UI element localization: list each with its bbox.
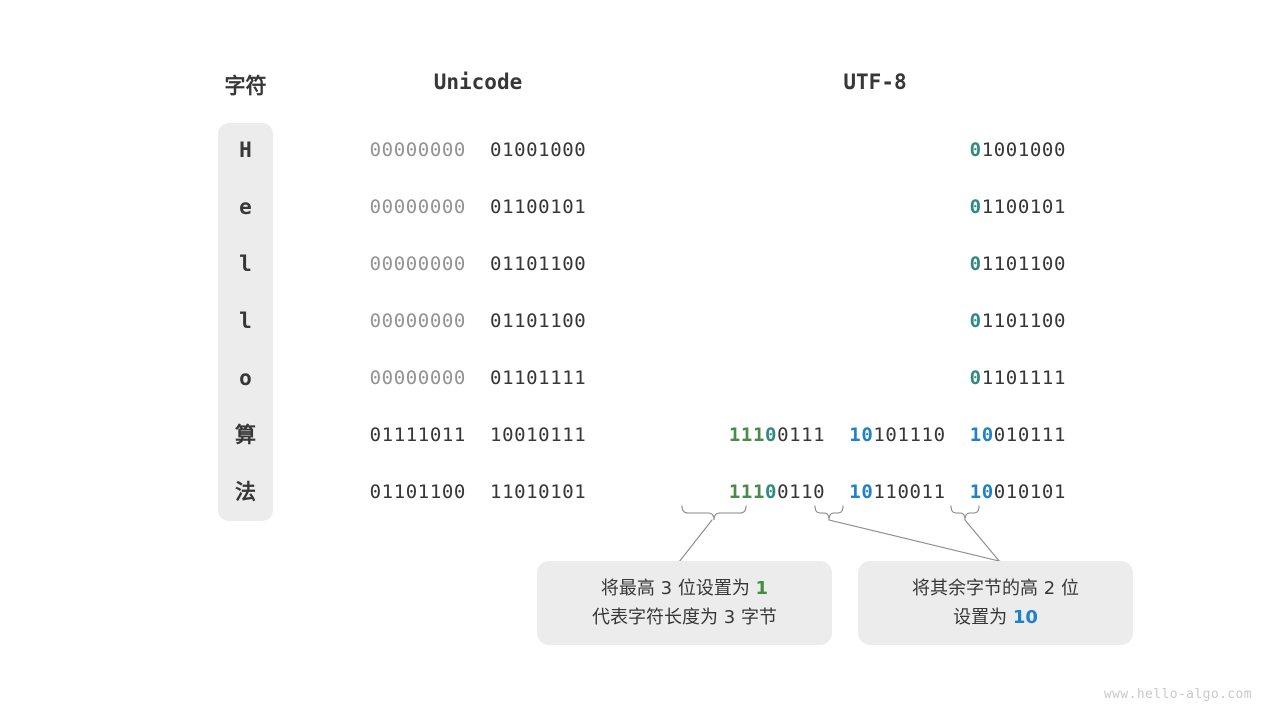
byte-separator [466, 196, 490, 218]
byte-separator [466, 481, 490, 503]
byte-separator [466, 367, 490, 389]
utf8-cell: 01101100 [970, 293, 1066, 350]
unicode-cell: 00000000 01101100 [330, 236, 626, 293]
unicode-high-byte: 01101100 [369, 481, 466, 503]
utf8-byte-payload: 1001000 [981, 139, 1066, 161]
utf8-byte-prefix: 0 [969, 367, 982, 389]
utf8-byte-prefix-terminator: 0 [765, 481, 778, 503]
utf8-byte-prefix: 10 [849, 424, 874, 446]
utf8-cell: 01101100 [970, 236, 1066, 293]
callout-continuation-bits: 将其余字节的高 2 位 设置为 10 [858, 561, 1133, 645]
utf8-byte: 01100101 [970, 196, 1066, 218]
utf8-byte: 10101110 [849, 424, 945, 446]
unicode-cell: 00000000 01101111 [330, 350, 626, 407]
callout-1-line-1-text: 将最高 3 位设置为 [600, 577, 756, 599]
utf8-cell: 11100110 10110011 10010101 [729, 464, 1066, 521]
byte-separator [466, 139, 490, 161]
character-cell: o [239, 366, 252, 390]
character-column-panel [218, 123, 273, 521]
utf8-byte: 11100110 [729, 481, 825, 503]
utf8-cell: 01101111 [970, 350, 1066, 407]
utf8-byte-prefix: 0 [969, 310, 982, 332]
byte-separator [825, 424, 849, 446]
unicode-cell: 01101100 11010101 [330, 464, 626, 521]
utf8-byte: 01001000 [970, 139, 1066, 161]
utf8-byte-prefix: 0 [969, 253, 982, 275]
utf8-byte-prefix: 111 [728, 481, 766, 503]
callout-2-line-1: 将其余字节的高 2 位 [912, 574, 1079, 603]
utf8-cell: 11100111 10101110 10010111 [729, 407, 1066, 464]
unicode-cell: 01111011 10010111 [330, 407, 626, 464]
utf8-byte-payload: 010101 [993, 481, 1066, 503]
unicode-high-byte: 00000000 [369, 139, 466, 161]
utf8-byte: 11100111 [729, 424, 825, 446]
unicode-low-byte: 01101100 [490, 253, 587, 275]
column-header-character: 字符 [224, 74, 267, 98]
column-header-unicode: Unicode [433, 70, 523, 94]
utf8-cell: 01100101 [970, 179, 1066, 236]
character-cell: e [239, 195, 252, 219]
utf8-byte-prefix: 0 [969, 139, 982, 161]
callout-2-line-1-text: 将其余字节的高 2 位 [912, 577, 1079, 599]
utf8-byte-payload: 1101111 [981, 367, 1066, 389]
byte-separator [466, 424, 490, 446]
byte-separator [466, 253, 490, 275]
utf8-byte-payload: 101110 [873, 424, 946, 446]
utf8-byte: 10010111 [970, 424, 1066, 446]
unicode-high-byte: 00000000 [369, 310, 466, 332]
utf8-byte: 10110011 [849, 481, 945, 503]
utf8-byte-prefix: 10 [969, 481, 994, 503]
callout-2-line-2-text: 设置为 [953, 607, 1013, 628]
unicode-high-byte: 01111011 [369, 424, 466, 446]
character-cell: l [239, 252, 252, 276]
utf8-byte: 10010101 [970, 481, 1066, 503]
utf8-byte-prefix: 10 [849, 481, 874, 503]
unicode-high-byte: 00000000 [369, 367, 466, 389]
byte-separator [946, 481, 970, 503]
callout-1-line-2-text: 代表字符长度为 3 字节 [592, 607, 777, 628]
callout-1-highlight-1: 1 [755, 577, 769, 599]
utf8-cell: 01001000 [970, 122, 1066, 179]
utf8-byte: 01101111 [970, 367, 1066, 389]
callout-2-line-2: 设置为 10 [953, 603, 1038, 632]
utf8-byte-payload: 110011 [873, 481, 946, 503]
unicode-cell: 00000000 01001000 [330, 122, 626, 179]
unicode-cell: 00000000 01100101 [330, 179, 626, 236]
unicode-low-byte: 01001000 [490, 139, 587, 161]
watermark: www.hello-algo.com [1103, 687, 1252, 702]
byte-separator [825, 481, 849, 503]
utf8-byte-payload: 1101100 [981, 310, 1066, 332]
utf8-byte: 01101100 [970, 310, 1066, 332]
character-cell: l [239, 309, 252, 333]
unicode-low-byte: 11010101 [490, 481, 587, 503]
utf8-byte-payload: 010111 [993, 424, 1066, 446]
byte-separator [946, 424, 970, 446]
character-cell: H [239, 138, 252, 162]
unicode-high-byte: 00000000 [369, 196, 466, 218]
unicode-low-byte: 01101100 [490, 310, 587, 332]
utf8-byte-payload: 1101100 [981, 253, 1066, 275]
callout-2-highlight-2: 10 [1012, 607, 1038, 628]
column-header-utf8: UTF-8 [843, 70, 907, 94]
byte-separator [466, 310, 490, 332]
unicode-cell: 00000000 01101100 [330, 293, 626, 350]
utf8-byte-prefix: 111 [728, 424, 766, 446]
unicode-low-byte: 01100101 [490, 196, 587, 218]
utf8-byte-payload: 0110 [777, 481, 826, 503]
unicode-low-byte: 10010111 [490, 424, 587, 446]
callout-leading-bits: 将最高 3 位设置为 1 代表字符长度为 3 字节 [537, 561, 832, 645]
callout-1-line-1: 将最高 3 位设置为 1 [601, 574, 768, 603]
utf8-byte-prefix-terminator: 0 [765, 424, 778, 446]
callout-1-line-2: 代表字符长度为 3 字节 [592, 603, 777, 632]
unicode-low-byte: 01101111 [490, 367, 587, 389]
utf8-byte-prefix: 10 [969, 424, 994, 446]
utf8-byte-payload: 0111 [777, 424, 826, 446]
utf8-byte: 01101100 [970, 253, 1066, 275]
utf8-byte-prefix: 0 [969, 196, 982, 218]
utf8-byte-payload: 1100101 [981, 196, 1066, 218]
character-cell: 法 [235, 480, 256, 504]
character-cell: 算 [235, 423, 256, 447]
unicode-high-byte: 00000000 [369, 253, 466, 275]
